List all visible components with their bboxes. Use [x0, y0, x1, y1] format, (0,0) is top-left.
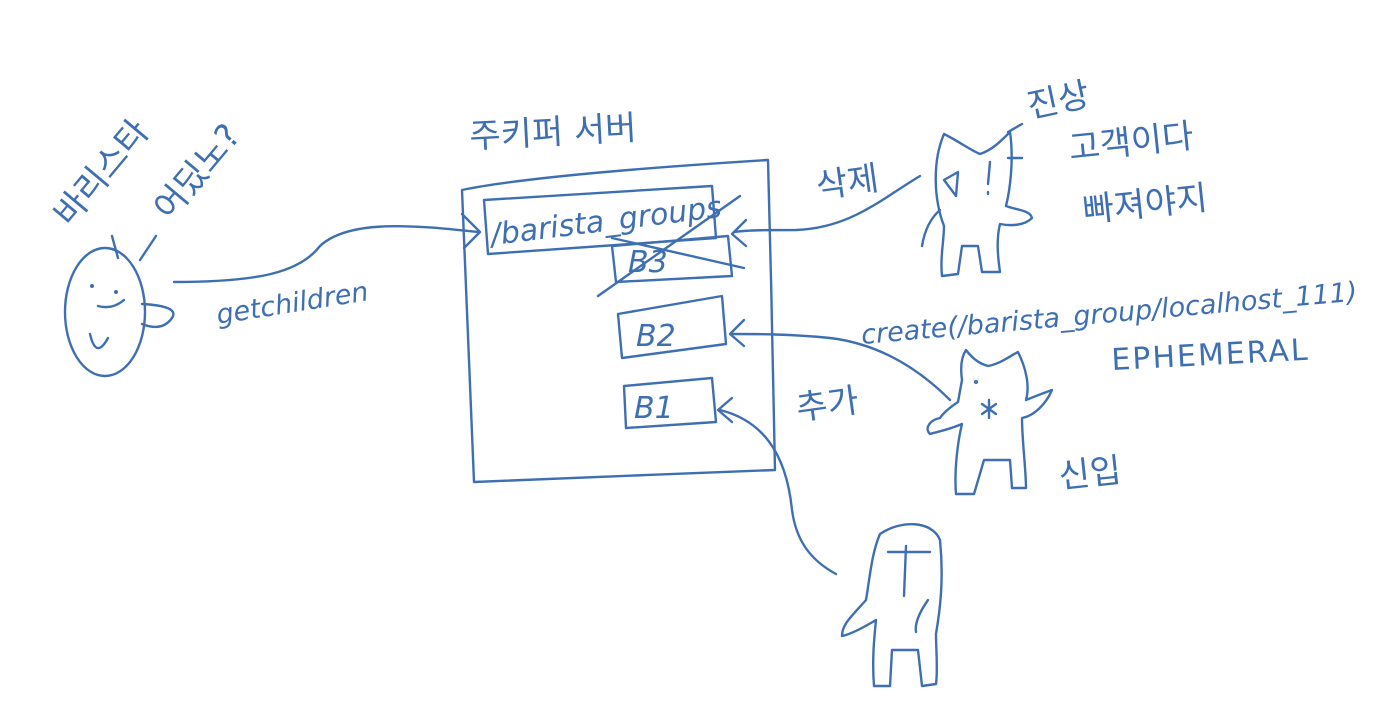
customer-question-2: 어딨노?: [146, 116, 249, 227]
barista-link: [716, 396, 838, 576]
server-title: 주키퍼 서버: [468, 108, 637, 157]
getchildren-label: getchildren: [214, 276, 370, 331]
barista-body: [840, 522, 943, 688]
add-label: 추가: [794, 381, 862, 429]
create-call: create(/barista_group/localhost_111) EPH…: [728, 277, 1359, 429]
difficult-customer-figure: 진상 고객이다 빠져야지: [920, 75, 1210, 278]
getchildren-call: getchildren: [172, 212, 482, 331]
customer-eye-right: [114, 290, 118, 294]
barista-arm: [914, 598, 930, 634]
customer-mouth: [96, 298, 126, 309]
difficult-customer-eye: [942, 170, 960, 198]
customer-belly: [88, 332, 110, 350]
delete-arrowhead: [730, 218, 748, 248]
difficult-customer-line-1: 진상: [1024, 75, 1094, 127]
difficult-customer-arm-left: [920, 208, 942, 248]
create-arrowhead: [728, 318, 746, 348]
barista-arrow: [718, 408, 838, 576]
barista-groups-label: /barista_groups: [486, 190, 724, 253]
delete-arrow: [732, 174, 922, 234]
customer-figure: 바리스타 어딨노?: [46, 112, 249, 378]
node-b3-strike: [596, 194, 746, 298]
newcomer-eye: [974, 380, 978, 384]
customer-exclaim-lines: [110, 234, 158, 262]
create-arrow: [730, 332, 952, 402]
node-b2: B2: [616, 294, 728, 360]
barista-arrowhead: [716, 396, 734, 424]
node-b1-box: [622, 376, 718, 430]
newcomer-star: [980, 398, 998, 420]
node-b2-label: B2: [636, 319, 676, 354]
difficult-customer-sweat: [1006, 122, 1024, 160]
difficult-customer-body: [934, 130, 1034, 278]
node-b1-label: B1: [634, 391, 674, 426]
difficult-customer-line-2: 고객이다: [1067, 116, 1196, 169]
customer-body: [63, 246, 147, 378]
customer-eye-left: [90, 284, 94, 288]
node-b1: B1: [622, 376, 718, 430]
server-box: [460, 158, 777, 484]
getchildren-arrow: [172, 224, 480, 284]
getchildren-arrowhead: [460, 212, 482, 250]
node-b2-box: [616, 294, 728, 360]
newcomer-role: 신입: [1057, 451, 1123, 497]
node-b3: B3: [596, 194, 746, 298]
customer-arm: [140, 302, 175, 329]
newcomer-body: [926, 348, 1054, 496]
barista-figure: [840, 522, 943, 688]
difficult-customer-exclaim: [986, 160, 992, 196]
zookeeper-server: 주키퍼 서버 /barista_groups B3 B2 B1: [460, 108, 777, 484]
node-b3-box: [610, 234, 734, 284]
delete-call: 삭제: [730, 159, 922, 248]
difficult-customer-line-3: 빠져야지: [1081, 178, 1210, 231]
customer-question-1: 바리스타: [46, 112, 157, 234]
newcomer-figure: 신입: [926, 348, 1123, 497]
delete-label: 삭제: [814, 159, 882, 207]
barista-face: [886, 544, 932, 598]
ephemeral-label: EPHEMERAL: [1111, 333, 1311, 378]
